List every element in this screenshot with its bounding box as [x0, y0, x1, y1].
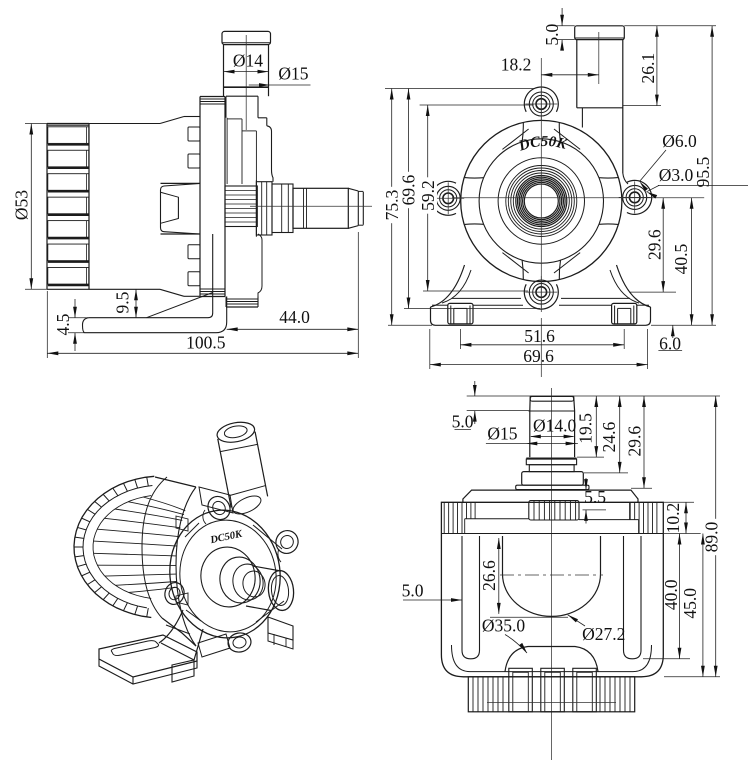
svg-text:4.5: 4.5	[53, 313, 73, 335]
svg-text:69.6: 69.6	[399, 174, 419, 205]
svg-text:59.2: 59.2	[418, 180, 438, 211]
svg-text:Ø27.2: Ø27.2	[582, 624, 625, 644]
svg-text:24.6: 24.6	[599, 421, 619, 452]
svg-text:69.6: 69.6	[523, 346, 554, 366]
svg-text:Ø14.0: Ø14.0	[533, 416, 577, 436]
svg-text:19.5: 19.5	[576, 413, 596, 444]
svg-text:100.5: 100.5	[186, 333, 226, 353]
svg-text:Ø15: Ø15	[278, 64, 308, 84]
svg-text:45.0: 45.0	[680, 588, 700, 619]
svg-text:Ø3.0: Ø3.0	[659, 165, 694, 185]
svg-text:Ø14: Ø14	[233, 50, 263, 70]
svg-text:Ø35.0: Ø35.0	[482, 615, 526, 635]
svg-text:44.0: 44.0	[279, 307, 310, 327]
svg-text:10.2: 10.2	[663, 503, 683, 534]
svg-text:40.0: 40.0	[661, 579, 681, 610]
svg-text:9.5: 9.5	[113, 291, 133, 313]
svg-text:51.6: 51.6	[524, 326, 555, 346]
svg-text:5.5: 5.5	[584, 487, 606, 507]
svg-text:40.5: 40.5	[671, 243, 691, 274]
svg-text:29.6: 29.6	[645, 229, 665, 260]
svg-text:75.3: 75.3	[382, 189, 402, 220]
svg-text:5.0: 5.0	[402, 580, 424, 600]
svg-text:6.0: 6.0	[659, 334, 681, 354]
svg-text:Ø53: Ø53	[12, 190, 32, 220]
svg-text:89.0: 89.0	[702, 521, 722, 552]
svg-text:29.6: 29.6	[625, 426, 645, 457]
svg-text:26.6: 26.6	[479, 560, 499, 591]
svg-text:26.1: 26.1	[638, 53, 658, 84]
svg-text:95.5: 95.5	[693, 156, 713, 187]
svg-text:Ø6.0: Ø6.0	[662, 131, 697, 151]
svg-text:Ø15: Ø15	[487, 424, 517, 444]
svg-text:18.2: 18.2	[501, 55, 532, 75]
svg-text:5.0: 5.0	[542, 24, 562, 46]
svg-text:5.0: 5.0	[452, 411, 474, 431]
